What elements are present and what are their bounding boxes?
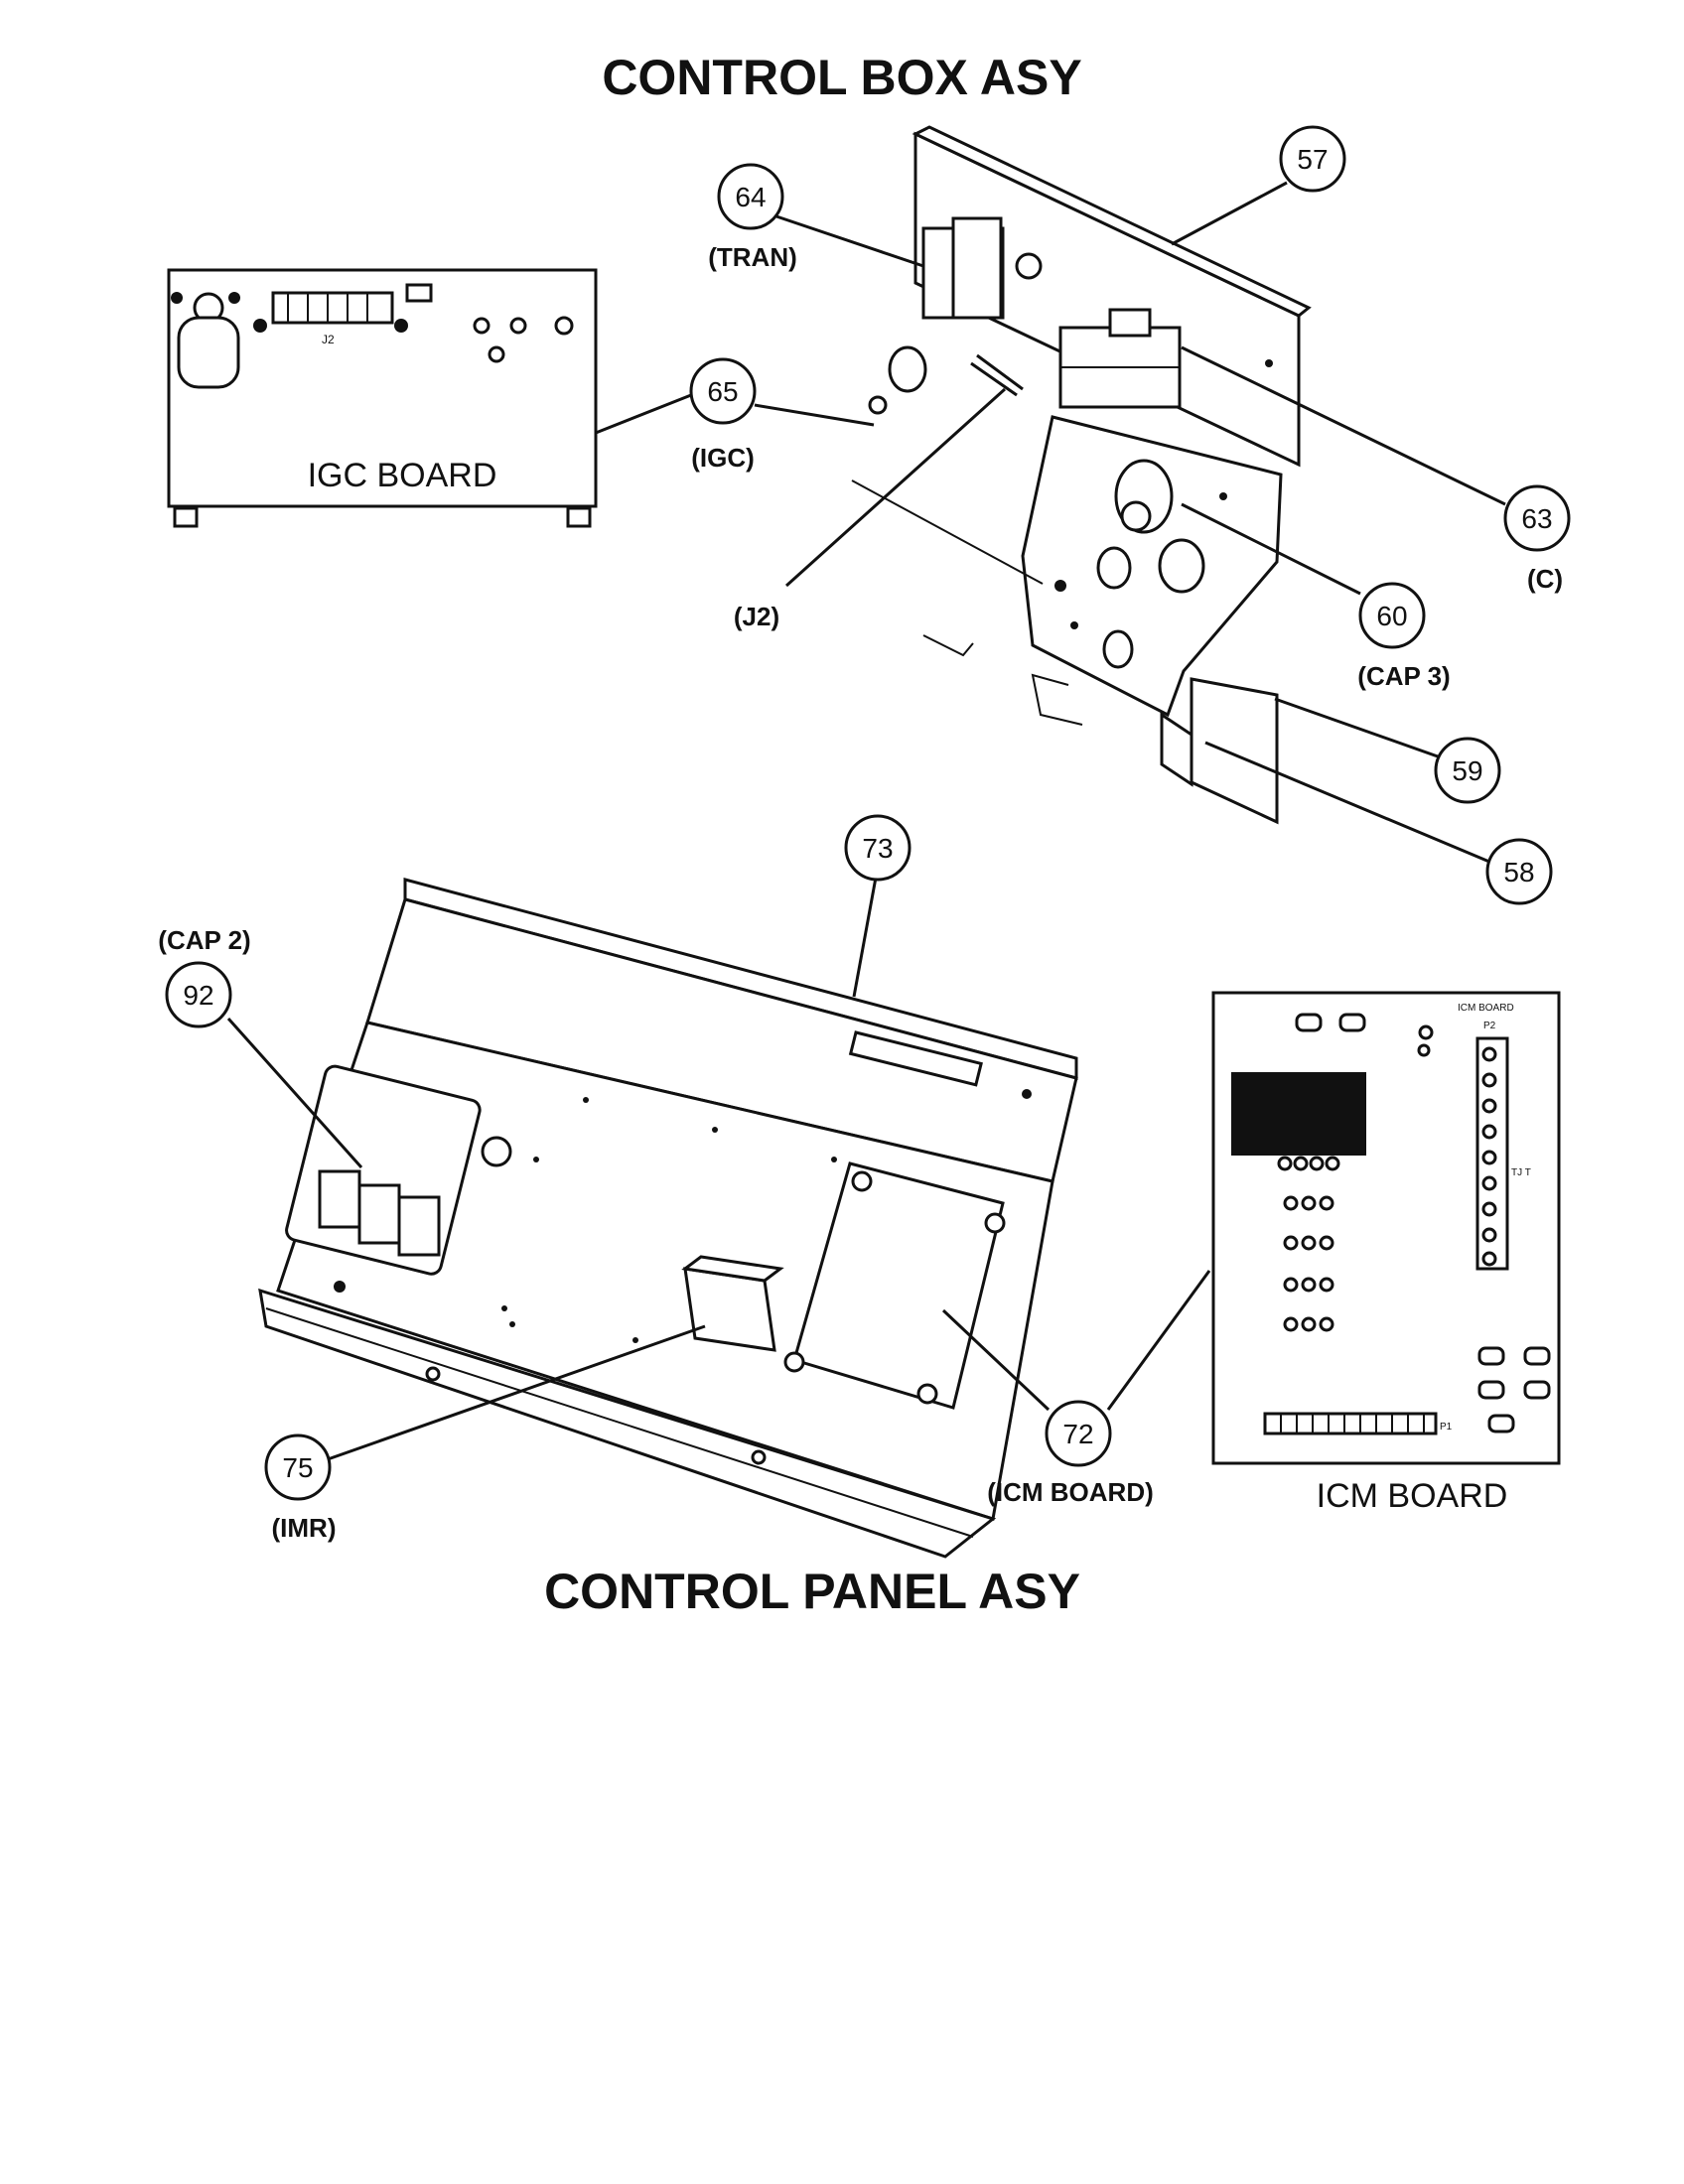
callout-72-label: (ICM BOARD) bbox=[987, 1477, 1154, 1507]
control-panel-drawing bbox=[258, 878, 1078, 1559]
callout-63-number: 63 bbox=[1521, 503, 1552, 534]
icm-board-drawing: ICM BOARD P2 TJ T bbox=[1211, 991, 1561, 1465]
callout-59-number: 59 bbox=[1452, 755, 1482, 786]
igc-board-drawing: J2 IGC BOARD bbox=[167, 268, 598, 528]
control-box-title: CONTROL BOX ASY bbox=[602, 50, 1081, 105]
callout-64-number: 64 bbox=[735, 182, 766, 212]
callout-64-label: (TRAN) bbox=[708, 242, 797, 272]
callout-65: 65 (IGC) bbox=[595, 357, 875, 473]
callout-60-label: (CAP 3) bbox=[1357, 661, 1450, 691]
callout-92-label: (CAP 2) bbox=[158, 925, 250, 955]
callout-j2-label: (J2) bbox=[734, 602, 779, 631]
callout-72: 72 (ICM BOARD) bbox=[941, 1270, 1211, 1507]
callout-60: 60 (CAP 3) bbox=[1181, 502, 1451, 691]
control-panel-title: CONTROL PANEL ASY bbox=[544, 1564, 1080, 1619]
callout-j2: (J2) bbox=[734, 387, 1007, 631]
callout-65-number: 65 bbox=[707, 376, 738, 407]
icm-tjt-text: TJ T bbox=[1511, 1167, 1531, 1178]
icm-p2-text: P2 bbox=[1483, 1021, 1496, 1031]
callout-57: 57 bbox=[1171, 125, 1346, 246]
callout-63-label: (C) bbox=[1527, 564, 1563, 594]
callout-73-number: 73 bbox=[862, 833, 893, 864]
callout-75-number: 75 bbox=[282, 1452, 313, 1483]
callout-63: 63 (C) bbox=[1181, 345, 1571, 594]
callout-65-label: (IGC) bbox=[691, 443, 755, 473]
control-box-drawing bbox=[851, 125, 1312, 825]
callout-92: 92 (CAP 2) bbox=[158, 925, 363, 1168]
icm-header-text: ICM BOARD bbox=[1458, 1003, 1514, 1014]
callout-57-number: 57 bbox=[1297, 144, 1328, 175]
callout-73: 73 bbox=[844, 814, 912, 998]
igc-j2-label: J2 bbox=[322, 333, 335, 346]
callout-58: 58 bbox=[1204, 741, 1553, 905]
callout-59: 59 bbox=[1274, 697, 1501, 804]
callout-60-number: 60 bbox=[1376, 601, 1407, 631]
callout-92-number: 92 bbox=[183, 980, 213, 1011]
igc-board-caption: IGC BOARD bbox=[308, 457, 497, 494]
callout-75: 75 (IMR) bbox=[264, 1324, 706, 1543]
callout-72-number: 72 bbox=[1062, 1419, 1093, 1449]
callout-64: 64 (TRAN) bbox=[708, 163, 924, 272]
icm-board-caption: ICM BOARD bbox=[1317, 1477, 1508, 1515]
icm-p1-text: P1 bbox=[1440, 1422, 1453, 1433]
callout-58-number: 58 bbox=[1503, 857, 1534, 887]
callout-75-label: (IMR) bbox=[272, 1513, 337, 1543]
